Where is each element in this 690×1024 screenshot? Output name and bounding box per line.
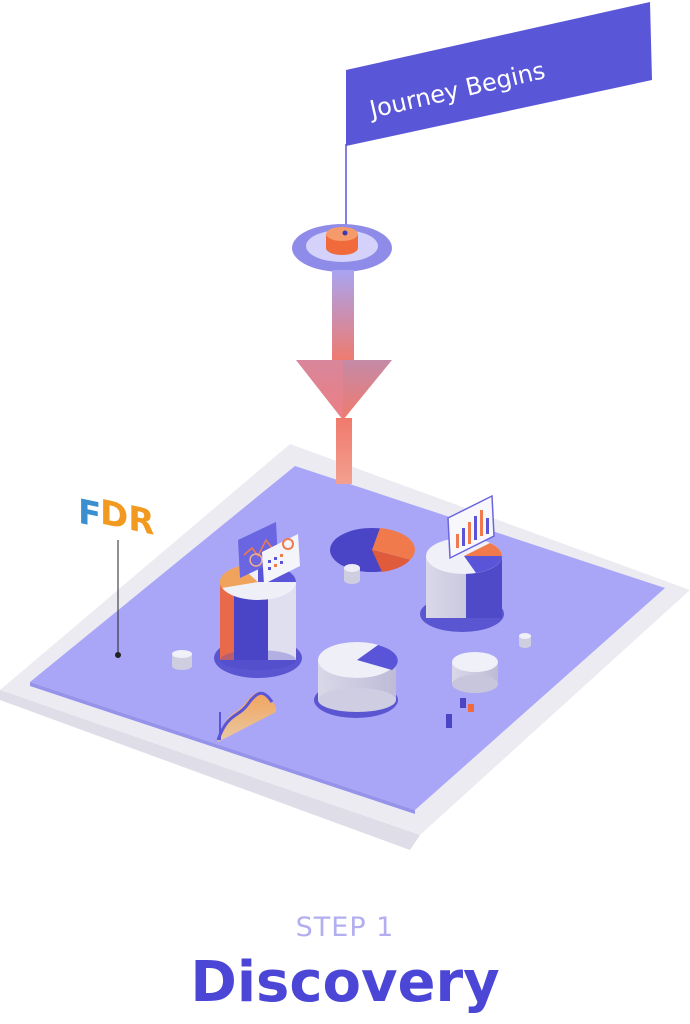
area-chart-icon <box>216 691 276 742</box>
mini-bars <box>446 698 474 728</box>
fdr-letters-dr: DR <box>100 493 154 544</box>
step-label: STEP 1 <box>295 912 395 943</box>
bar-chart-icon <box>447 494 495 560</box>
flag: Journey Begins <box>345 2 652 235</box>
cylinder-icon <box>344 564 360 584</box>
flag-icon <box>346 2 652 146</box>
cylinder-icon <box>519 633 531 648</box>
cylinder-icon <box>452 652 498 693</box>
step-title: Discovery <box>190 950 500 1015</box>
calendar-card <box>262 534 300 584</box>
fdr-letter-f: F <box>78 492 101 536</box>
cylinder-icon <box>172 650 192 670</box>
front-cylinder <box>314 642 398 718</box>
funnel-icon <box>296 270 392 484</box>
platform <box>0 444 690 850</box>
left-cylinder <box>214 522 302 678</box>
pie-chart-icon <box>330 528 415 572</box>
marker-node-icon <box>292 224 392 272</box>
right-cylinder <box>420 494 504 632</box>
